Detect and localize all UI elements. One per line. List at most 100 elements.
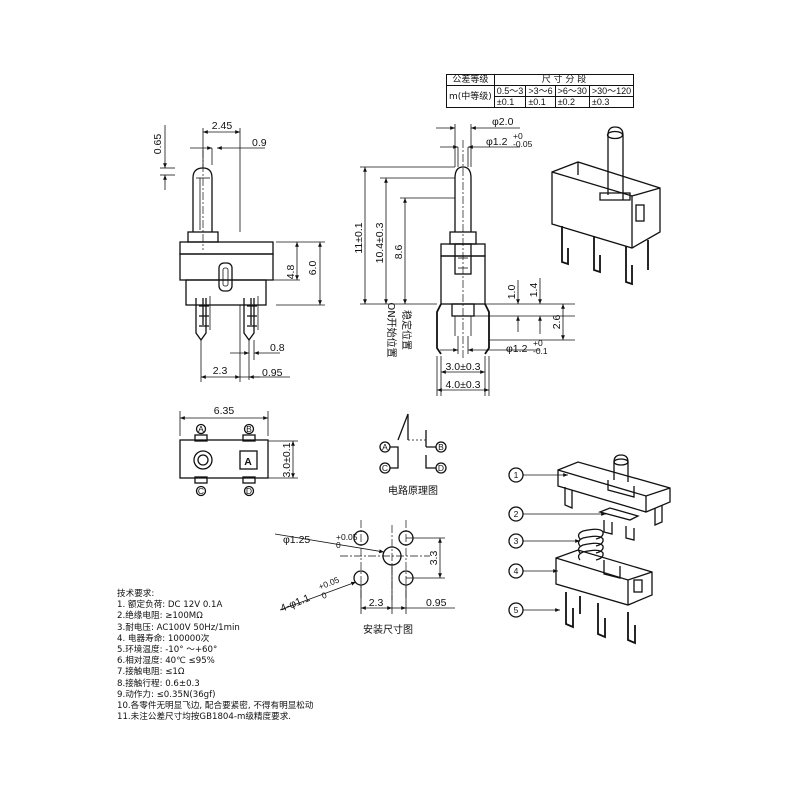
front-view: 0.65 2.45 0.9 4.8 6.0 0.8 2.3 0.95 (152, 120, 325, 382)
tolerance-cell: ±0.1 (493, 96, 527, 108)
tolerance-table: 公差等级 尺 寸 分 段 m(中等级) 0.5～3 >3～6 >6～30 >30… (446, 74, 635, 108)
requirement-item: 8.接触行程: 0.6±0.3 (117, 678, 200, 689)
side-leg-left (436, 303, 442, 355)
polarity-mark: A (244, 456, 252, 468)
dim-60: 6.0 (307, 261, 319, 276)
pin-label-d: D (246, 486, 252, 496)
dim-10: 1.0 (506, 285, 518, 300)
tol-phi125-lower: 0 (336, 540, 341, 550)
tolerance-cell: ±0.2 (554, 96, 590, 108)
pin-pad-b (242, 434, 256, 442)
part-contact-spring (597, 507, 640, 521)
callout-3: 3 (514, 536, 519, 546)
node-a: A (382, 442, 388, 452)
tolerance-cell: ±0.1 (525, 96, 556, 108)
bottom-body (179, 439, 269, 479)
pin-pad-a (194, 434, 208, 442)
label-stable: 稳定位置 (400, 310, 413, 350)
dim-08: 0.8 (270, 342, 285, 354)
tol-bottom-upper: +0 (533, 338, 543, 348)
part-cover (557, 461, 671, 513)
mounting-title: 安装尺寸图 (363, 623, 413, 636)
dim-245: 2.45 (212, 120, 233, 132)
requirement-item: 5.环境温度: -10° ～+60° (117, 645, 218, 656)
requirement-item: 9.动作力: ≤0.35N(36gf) (117, 689, 216, 700)
side-actuator (454, 166, 472, 232)
dim-48: 4.8 (285, 265, 297, 280)
tol-phi125-upper: +0.05 (336, 532, 358, 542)
dim-14: 1.4 (528, 283, 540, 298)
mounting-diagram: φ1.25 +0.05 0 4-φ1.1 +0.05 0 3.3 2.3 0.9… (274, 520, 455, 636)
requirement-item: 2.绝缘电阻: ≥100MΩ (117, 611, 203, 622)
dim-30: 3.0±0.3 (446, 361, 481, 373)
dim-23-mount: 2.3 (369, 597, 384, 609)
tol-bottom-lower: -0.1 (533, 346, 548, 356)
requirement-item: 6.相对湿度: 40℃ ≤95% (117, 656, 215, 667)
dim-phi12-top: φ1.2 (486, 136, 508, 148)
dim-33: 3.3 (428, 551, 440, 566)
requirement-item: 1. 额定负荷: DC 12V 0.1A (117, 600, 223, 611)
dim-065: 0.65 (152, 134, 164, 155)
dim-26: 2.6 (551, 315, 563, 330)
actuator-hole (193, 450, 213, 470)
pin-label-c: C (198, 486, 204, 496)
requirement-item: 10.各零件无明显飞边, 配合要紧密, 不得有明显松动 (117, 701, 314, 712)
pin-left-front (195, 298, 207, 342)
pin-pad-c (194, 476, 208, 484)
node-d: D (438, 463, 444, 473)
bottom-view: 6.35 A A B C D 3.0±0.1 (179, 405, 298, 497)
requirement-item: 11.未注公差尺寸均按GB1804-m级精度要求. (117, 712, 292, 723)
callout-1: 1 (514, 470, 519, 480)
requirement-item: 4. 电器寿命: 100000次 (117, 633, 210, 644)
pin-label-a: A (198, 424, 204, 434)
callout-5: 5 (514, 605, 519, 615)
dim-09: 0.9 (252, 137, 267, 149)
callout-4: 4 (514, 566, 519, 576)
dim-095: 0.95 (262, 367, 283, 379)
node-b: B (438, 442, 444, 452)
dim-phi125: φ1.25 (283, 534, 310, 546)
dim-phi12-bottom: φ1.2 (506, 343, 528, 355)
requirement-item: 7.接触电阻: ≤1Ω (117, 667, 185, 678)
dim-11: 11±0.1 (353, 222, 365, 253)
polarity-box (239, 450, 258, 470)
pin-pad-d (242, 476, 256, 484)
body-base (185, 279, 267, 306)
dim-23: 2.3 (213, 365, 228, 377)
exploded-view: 1 2 3 4 5 (508, 454, 671, 645)
circuit-diagram: A B C D 电路原理图 (379, 413, 447, 497)
tol-4phi11-lower: 0 (320, 590, 328, 601)
body-mid (179, 253, 274, 281)
callout-2: 2 (514, 509, 519, 519)
pin-label-b: B (246, 424, 252, 434)
part-cover-actuator (613, 454, 629, 482)
isometric-view (551, 126, 661, 286)
circuit-title: 电路原理图 (388, 484, 438, 497)
part-terminals (565, 592, 636, 645)
body-top (179, 241, 274, 255)
dim-30-bottom: 3.0±0.1 (281, 442, 293, 477)
grade-value: m(中等级) (446, 85, 495, 108)
part-coil-spring (577, 528, 604, 561)
dim-635: 6.35 (214, 405, 235, 417)
side-view: φ2.0 φ1.2 +0 -0.05 11±0.1 10.4±0.3 8.6 O… (353, 116, 575, 396)
slot (218, 262, 233, 292)
requirements-title: 技术要求: (117, 589, 155, 599)
dim-phi20: φ2.0 (492, 116, 514, 128)
requirement-item: 3.耐电压: AC100V 50Hz/1min (117, 622, 240, 633)
tolerance-cell: ±0.3 (588, 96, 635, 108)
pin-right-front (243, 298, 255, 342)
dim-095-mount: 0.95 (426, 597, 447, 609)
dim-40: 4.0±0.3 (446, 379, 481, 391)
part-base (555, 549, 653, 606)
node-c: C (382, 463, 388, 473)
dim-104: 10.4±0.3 (374, 222, 386, 263)
iso-actuator (607, 126, 624, 200)
tol-top-upper: +0 (513, 131, 523, 141)
technical-requirements: 技术要求: 1. 额定负荷: DC 12V 0.1A 2.绝缘电阻: ≥100M… (117, 589, 313, 723)
tol-top-lower: -0.05 (513, 139, 533, 149)
side-leg-right (484, 303, 490, 355)
dim-86: 8.6 (393, 245, 405, 260)
label-on-start: ON开始位置 (385, 302, 398, 357)
